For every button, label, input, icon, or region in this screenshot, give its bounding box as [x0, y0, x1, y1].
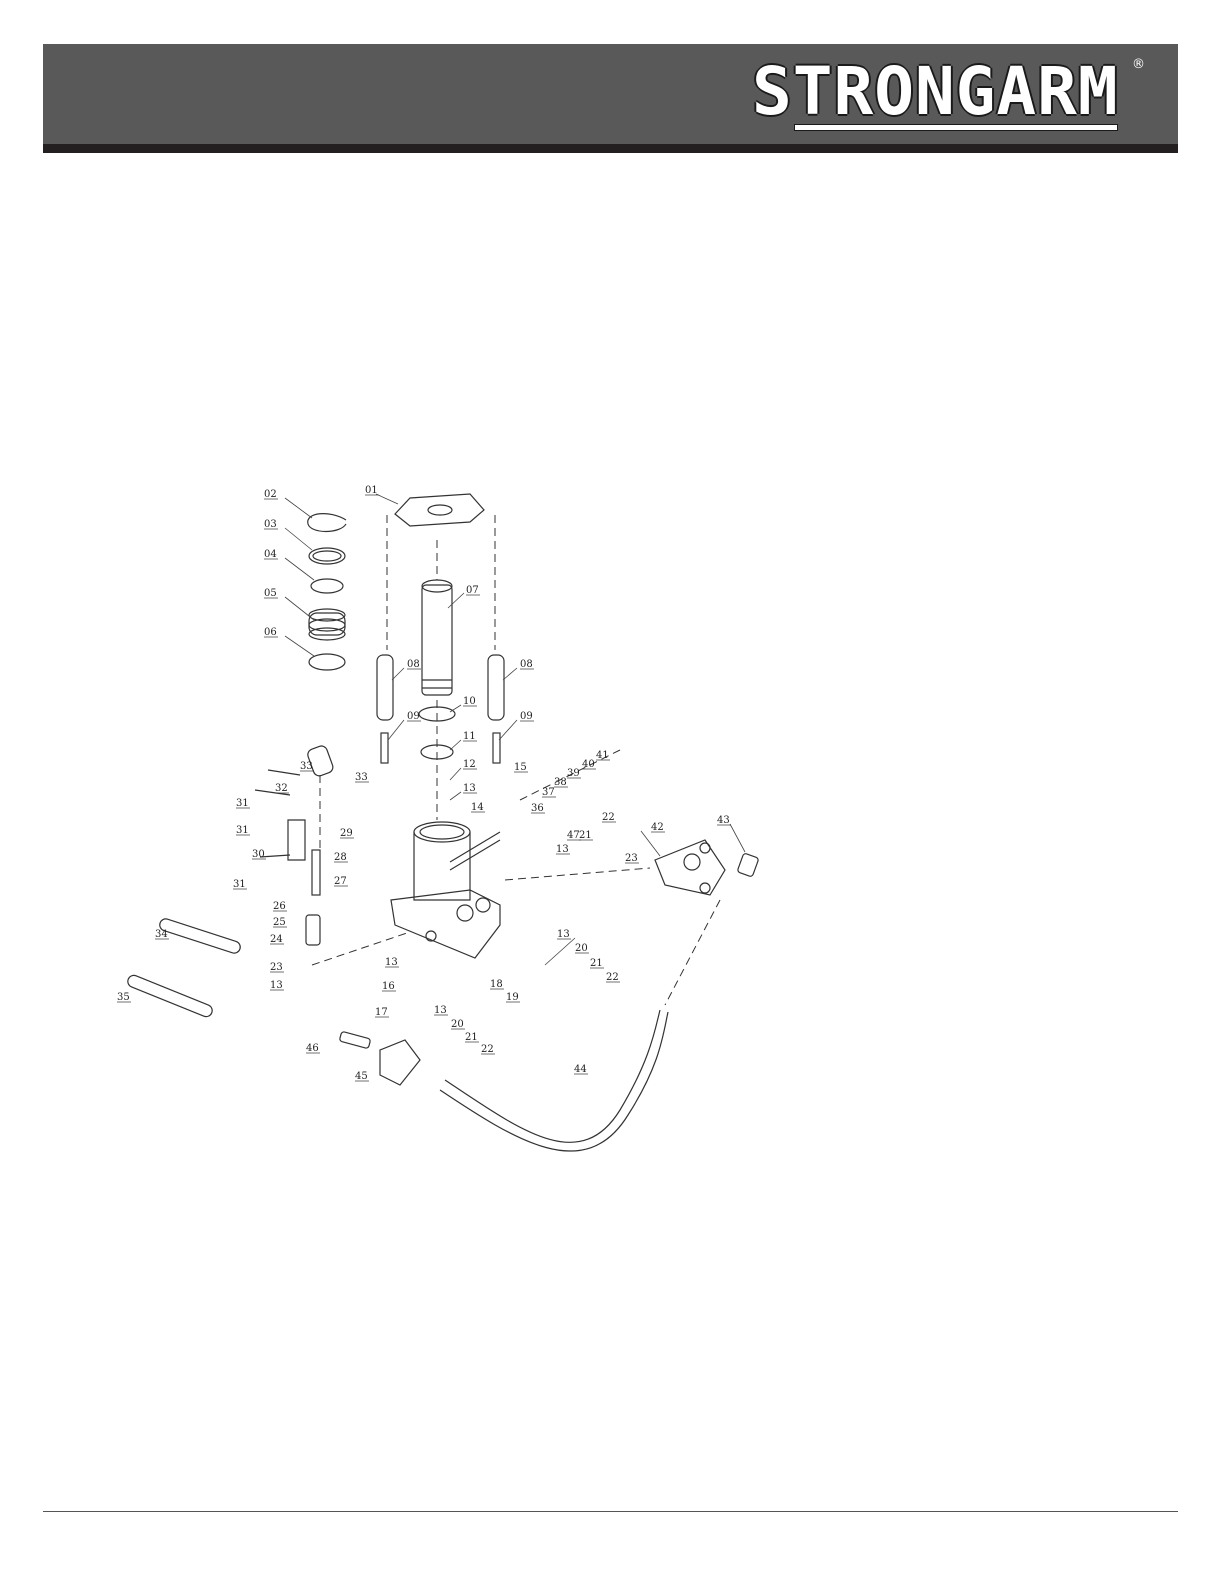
part-43-fitting: [737, 853, 759, 877]
callout-c22a: 22: [602, 812, 615, 823]
callout-c22c: 22: [481, 1044, 494, 1055]
callout-c01: 01: [365, 485, 378, 496]
callout-c39: 39: [567, 768, 580, 779]
callout-c25: 25: [273, 917, 286, 928]
callout-c13d: 13: [385, 957, 398, 968]
callout-c13e: 13: [557, 929, 570, 940]
part-08-spring-right: [488, 655, 504, 720]
callout-c36: 36: [531, 803, 544, 814]
callout-c43: 43: [717, 815, 730, 826]
callout-c15: 15: [514, 762, 527, 773]
part-08-spring-left: [377, 655, 393, 720]
footer-rule: [43, 1511, 1178, 1512]
callout-c06: 06: [264, 627, 277, 638]
part-27-piston-rod: [312, 850, 320, 895]
part-42-pump-head: [655, 840, 725, 895]
callout-c13b: 13: [556, 844, 569, 855]
assembly-lines: [312, 515, 720, 1005]
callout-c23a: 23: [625, 853, 638, 864]
callout-c31b: 31: [236, 825, 249, 836]
part-04-ring: [311, 579, 343, 593]
callout-c33a: 33: [300, 761, 313, 772]
callout-c26: 26: [273, 901, 286, 912]
callout-c19: 19: [506, 992, 519, 1003]
callout-c32: 32: [275, 783, 288, 794]
callout-c13f: 13: [434, 1005, 447, 1016]
callout-c05: 05: [264, 588, 277, 599]
callout-c11: 11: [463, 731, 476, 742]
callout-c10: 10: [463, 696, 476, 707]
callout-c08a: 08: [407, 659, 420, 670]
callout-c07: 07: [466, 585, 479, 596]
leader-lines: [285, 494, 745, 965]
part-05-packing: [309, 613, 345, 635]
callout-c17: 17: [375, 1007, 388, 1018]
callout-c18: 18: [490, 979, 503, 990]
callout-c31c: 31: [233, 879, 246, 890]
callout-c40: 40: [582, 759, 595, 770]
callout-c31a: 31: [236, 798, 249, 809]
callout-c22b: 22: [606, 972, 619, 983]
callout-c35: 35: [117, 992, 130, 1003]
callout-c45: 45: [355, 1071, 368, 1082]
callout-c44: 44: [574, 1064, 587, 1075]
callout-c37: 37: [542, 787, 555, 798]
part-35-handle: [126, 974, 214, 1019]
part-09-pin-left: [381, 733, 388, 763]
callout-c13c: 13: [270, 980, 283, 991]
diagram-parts: [126, 494, 759, 1151]
callout-c29: 29: [340, 828, 353, 839]
callout-c21a: 21: [579, 830, 592, 841]
part-01-top-plate: [395, 494, 484, 526]
callout-c46: 46: [306, 1043, 319, 1054]
part-24-pump-cylinder: [306, 915, 320, 945]
part-01-hole: [428, 505, 452, 515]
part-46-nipple: [339, 1031, 371, 1048]
part-07-ram: [422, 585, 452, 695]
part-44-hose: [445, 1010, 660, 1142]
part-31-pin-a: [268, 770, 300, 775]
callout-c20a: 20: [575, 943, 588, 954]
callout-c34: 34: [155, 929, 168, 940]
callout-c09a: 09: [407, 711, 420, 722]
callout-c21c: 21: [465, 1032, 478, 1043]
callout-c41: 41: [596, 750, 609, 761]
callout-c24: 24: [270, 934, 283, 945]
part-30-linkage: [288, 820, 305, 860]
part-02-snap-ring: [308, 514, 346, 532]
part-34-handle: [158, 917, 242, 954]
callout-c08b: 08: [520, 659, 533, 670]
callout-c03: 03: [264, 519, 277, 530]
callout-c30: 30: [252, 849, 265, 860]
callout-c27: 27: [334, 876, 347, 887]
callout-labels: 01 02 03 04 05 06 07 08 08 09 09 10 11 12 13 14 15 36 3738…: [117, 485, 731, 1082]
callout-c12: 12: [463, 759, 476, 770]
callout-c13a: 13: [463, 783, 476, 794]
callout-c14: 14: [471, 802, 484, 813]
callout-c42: 42: [651, 822, 664, 833]
callout-c20b: 20: [451, 1019, 464, 1030]
part-06-ring: [309, 654, 345, 670]
callout-c21b: 21: [590, 958, 603, 969]
callout-c38: 38: [554, 777, 567, 788]
callout-c02: 02: [264, 489, 277, 500]
callout-c23b: 23: [270, 962, 283, 973]
part-09-pin-right: [493, 733, 500, 763]
part-45-coupler: [380, 1040, 420, 1085]
callout-c33b: 33: [355, 772, 368, 783]
part-14-rod: [450, 832, 500, 870]
callout-c16: 16: [382, 981, 395, 992]
callout-c09b: 09: [520, 711, 533, 722]
callout-c47: 47: [567, 830, 580, 841]
callout-c28: 28: [334, 852, 347, 863]
callout-c04: 04: [264, 549, 277, 560]
